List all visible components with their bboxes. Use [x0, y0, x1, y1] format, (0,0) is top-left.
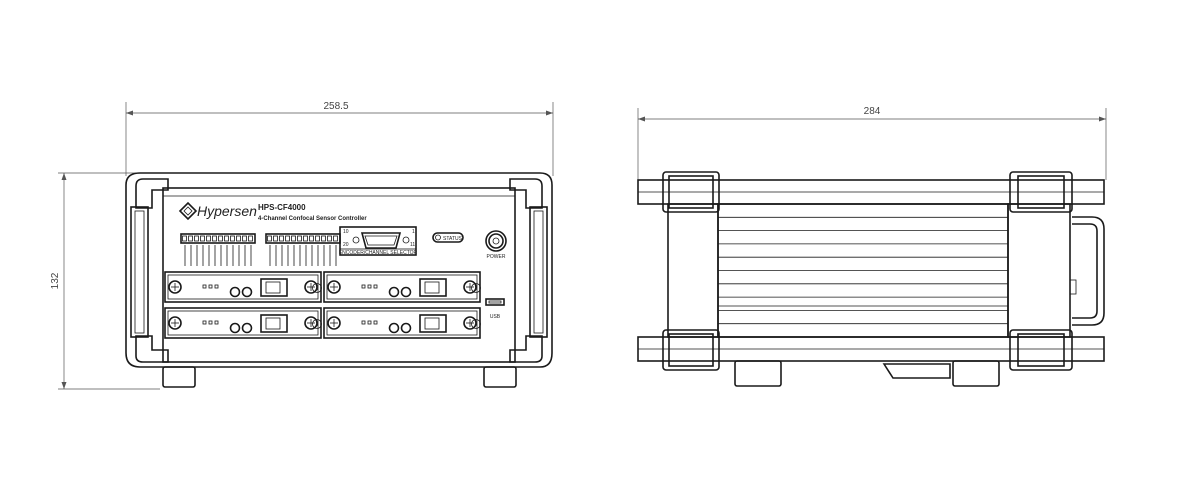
- screw-icon: [304, 316, 318, 330]
- fiber-port-icon[interactable]: [229, 322, 241, 334]
- pin-label-20: 20: [343, 242, 349, 248]
- channel-number: 1: [316, 286, 319, 292]
- fiber-port-icon[interactable]: [388, 286, 400, 298]
- right-handle: [529, 206, 548, 338]
- front-width-label: 258.5: [323, 101, 348, 112]
- power-button[interactable]: POWER: [485, 230, 507, 260]
- cooling-fins: [718, 216, 1008, 325]
- left-handle: [130, 206, 149, 338]
- front-post: [667, 203, 719, 338]
- selector-label: ENCODER/CHANNEL SELECTOR: [339, 250, 418, 256]
- signal-port[interactable]: [260, 278, 288, 297]
- terminal-block-right: [265, 233, 341, 266]
- side-depth-dimension: 284: [637, 106, 1107, 180]
- fiber-port-icon[interactable]: [241, 322, 253, 334]
- channel-number: 4: [475, 322, 478, 328]
- channel-module: 3: [164, 307, 322, 339]
- rear-handle: [1072, 216, 1105, 326]
- corner-bumper-br: [509, 335, 543, 363]
- power-label: POWER: [487, 254, 506, 260]
- fiber-port-icon[interactable]: [229, 286, 241, 298]
- corner-bumper-bl: [135, 335, 169, 363]
- pin-label-10: 10: [343, 229, 349, 235]
- model-text: HPS-CF4000: [258, 203, 306, 212]
- front-width-dimension: 258.5: [125, 101, 554, 176]
- signal-port[interactable]: [419, 278, 447, 297]
- pin-label-11: 11: [410, 242, 415, 248]
- front-panel: [162, 187, 516, 363]
- status-indicator: STATUS: [432, 232, 464, 243]
- front-height-dimension: 132: [50, 172, 160, 390]
- status-label: STATUS: [443, 236, 463, 242]
- channel-module: 2: [323, 271, 481, 303]
- fiber-port-icon[interactable]: [400, 322, 412, 334]
- screw-icon: [463, 316, 477, 330]
- channel-module: 1: [164, 271, 322, 303]
- corner-bumper-tl: [135, 178, 169, 209]
- screw-icon: [168, 316, 182, 330]
- rear-post: [1007, 203, 1071, 338]
- front-view: 258.5 132 Hyp: [50, 101, 554, 390]
- channel-modules: 1 2 3 4: [164, 271, 481, 339]
- front-height-label: 132: [50, 272, 61, 289]
- screw-icon: [168, 280, 182, 294]
- signal-port[interactable]: [260, 314, 288, 333]
- usb-port[interactable]: USB: [485, 298, 505, 320]
- fiber-port-icon[interactable]: [241, 286, 253, 298]
- screw-icon: [327, 316, 341, 330]
- corner-bumper-tr: [509, 178, 543, 209]
- screw-icon: [304, 280, 318, 294]
- hypersen-logo: Hypersen: [178, 201, 257, 221]
- channel-selector-connector: 10 1 20 11 ENCODER/CHANNEL SELECTOR: [339, 226, 418, 256]
- tilt-stand: [882, 363, 951, 379]
- foot-right: [483, 366, 517, 388]
- pin-label-1: 1: [412, 229, 415, 235]
- foot-left: [162, 366, 196, 388]
- brand-text: Hypersen: [197, 203, 257, 219]
- side-bumper-tr: [1009, 171, 1073, 213]
- usb-label: USB: [490, 314, 501, 320]
- channel-number: 2: [475, 286, 478, 292]
- fiber-port-icon[interactable]: [400, 286, 412, 298]
- housing-outline: [125, 172, 553, 368]
- screw-icon: [463, 280, 477, 294]
- screw-icon: [327, 280, 341, 294]
- side-view: 284: [637, 106, 1107, 387]
- description-text: 4-Channel Confocal Sensor Controller: [258, 216, 367, 222]
- side-bumper-tl: [662, 171, 720, 213]
- channel-number: 3: [316, 322, 319, 328]
- channel-module: 4: [323, 307, 481, 339]
- signal-port[interactable]: [419, 314, 447, 333]
- side-foot-rear: [952, 360, 1000, 387]
- fiber-port-icon[interactable]: [388, 322, 400, 334]
- side-bumper-br: [1009, 329, 1073, 371]
- side-bumper-bl: [662, 329, 720, 371]
- terminal-block-left: [180, 233, 256, 266]
- side-depth-label: 284: [864, 106, 881, 117]
- side-foot-front: [734, 360, 782, 387]
